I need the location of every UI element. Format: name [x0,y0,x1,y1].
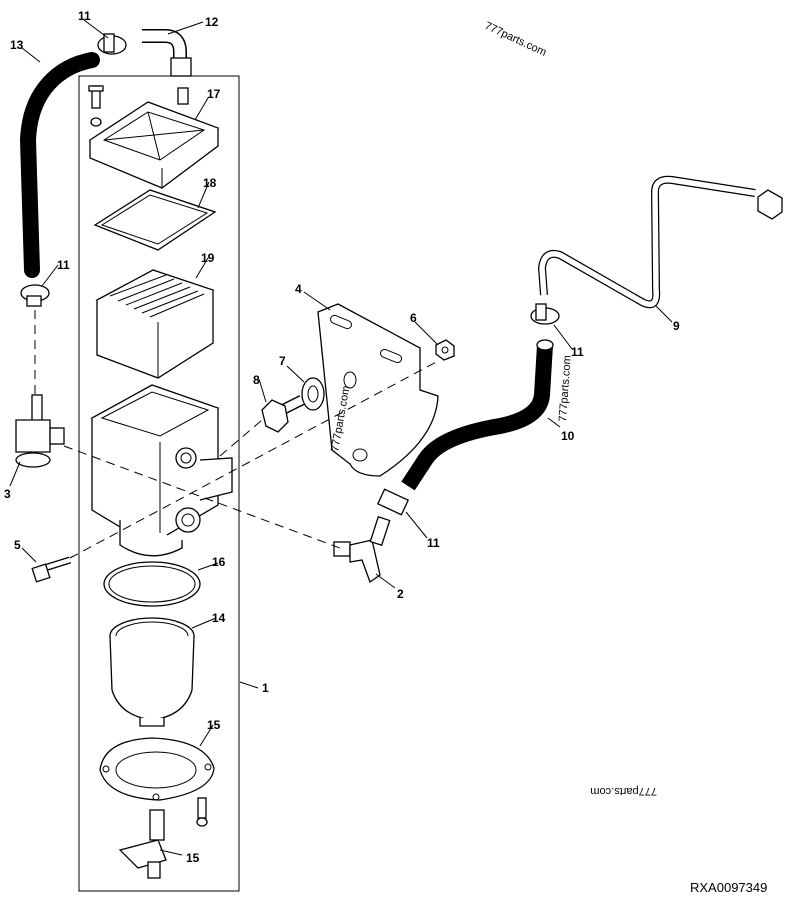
callout-7: 7 [279,354,286,368]
callout-11-top: 11 [78,9,91,23]
fitting-3 [15,394,65,468]
callout-2: 2 [397,587,404,601]
hose-13 [19,52,100,278]
tube-9 [537,175,783,309]
filter-housing [90,384,233,557]
leader-lines [9,19,673,856]
washer-7 [301,377,325,411]
callout-6: 6 [410,311,417,325]
ring-15 [99,737,215,801]
watermark-hose: 777parts.com [557,355,574,422]
bolt-5 [31,556,72,583]
watermark-bottom: 777parts.com [590,785,657,797]
callout-18: 17 [207,87,221,101]
callout-4: 4 [295,282,302,296]
bracket-4 [317,303,439,477]
drain-16 [118,797,208,879]
bolt-8 [261,395,305,433]
screw-left [88,85,104,127]
clamp-11-left [20,284,50,307]
bowl-14 [109,617,195,727]
assembly-lines [34,310,441,559]
clamp-11-lower [376,488,410,516]
watermark-top: 777parts.com [483,20,548,59]
ring-17 [103,561,201,607]
hose-10 [401,339,554,491]
reference-code: RXA0097349 [690,880,767,895]
callout-19: 18 [203,176,217,190]
callout-3: 3 [4,487,11,501]
callout-11-right: 11 [571,345,584,359]
clamp-11-right [530,303,560,325]
callout-15: 15 [207,718,221,732]
callout-8: 8 [253,373,260,387]
assembly-outline [78,75,240,892]
filter-20 [95,269,215,379]
callout-13: 13 [10,38,24,52]
callout-20: 19 [201,251,215,265]
callout-11-lower: 11 [427,536,440,550]
callout-1: 1 [262,681,269,695]
elbow-12 [142,29,192,77]
callout-5: 5 [14,538,21,552]
callout-labels: 11 12 13 17 18 19 11 4 6 7 8 3 5 16 14 1… [4,9,680,865]
cover-18 [88,101,220,189]
callout-16: 15 [186,851,200,865]
nut-6 [435,339,455,361]
callout-10: 10 [561,429,575,443]
callout-12: 12 [205,15,219,29]
callout-17: 16 [212,555,226,569]
callout-9: 9 [673,319,680,333]
gasket-19 [93,189,217,251]
callout-14: 14 [212,611,226,625]
clamp-11-top [97,33,127,55]
fitting-2 [333,515,391,584]
callout-11-left: 11 [57,258,70,272]
